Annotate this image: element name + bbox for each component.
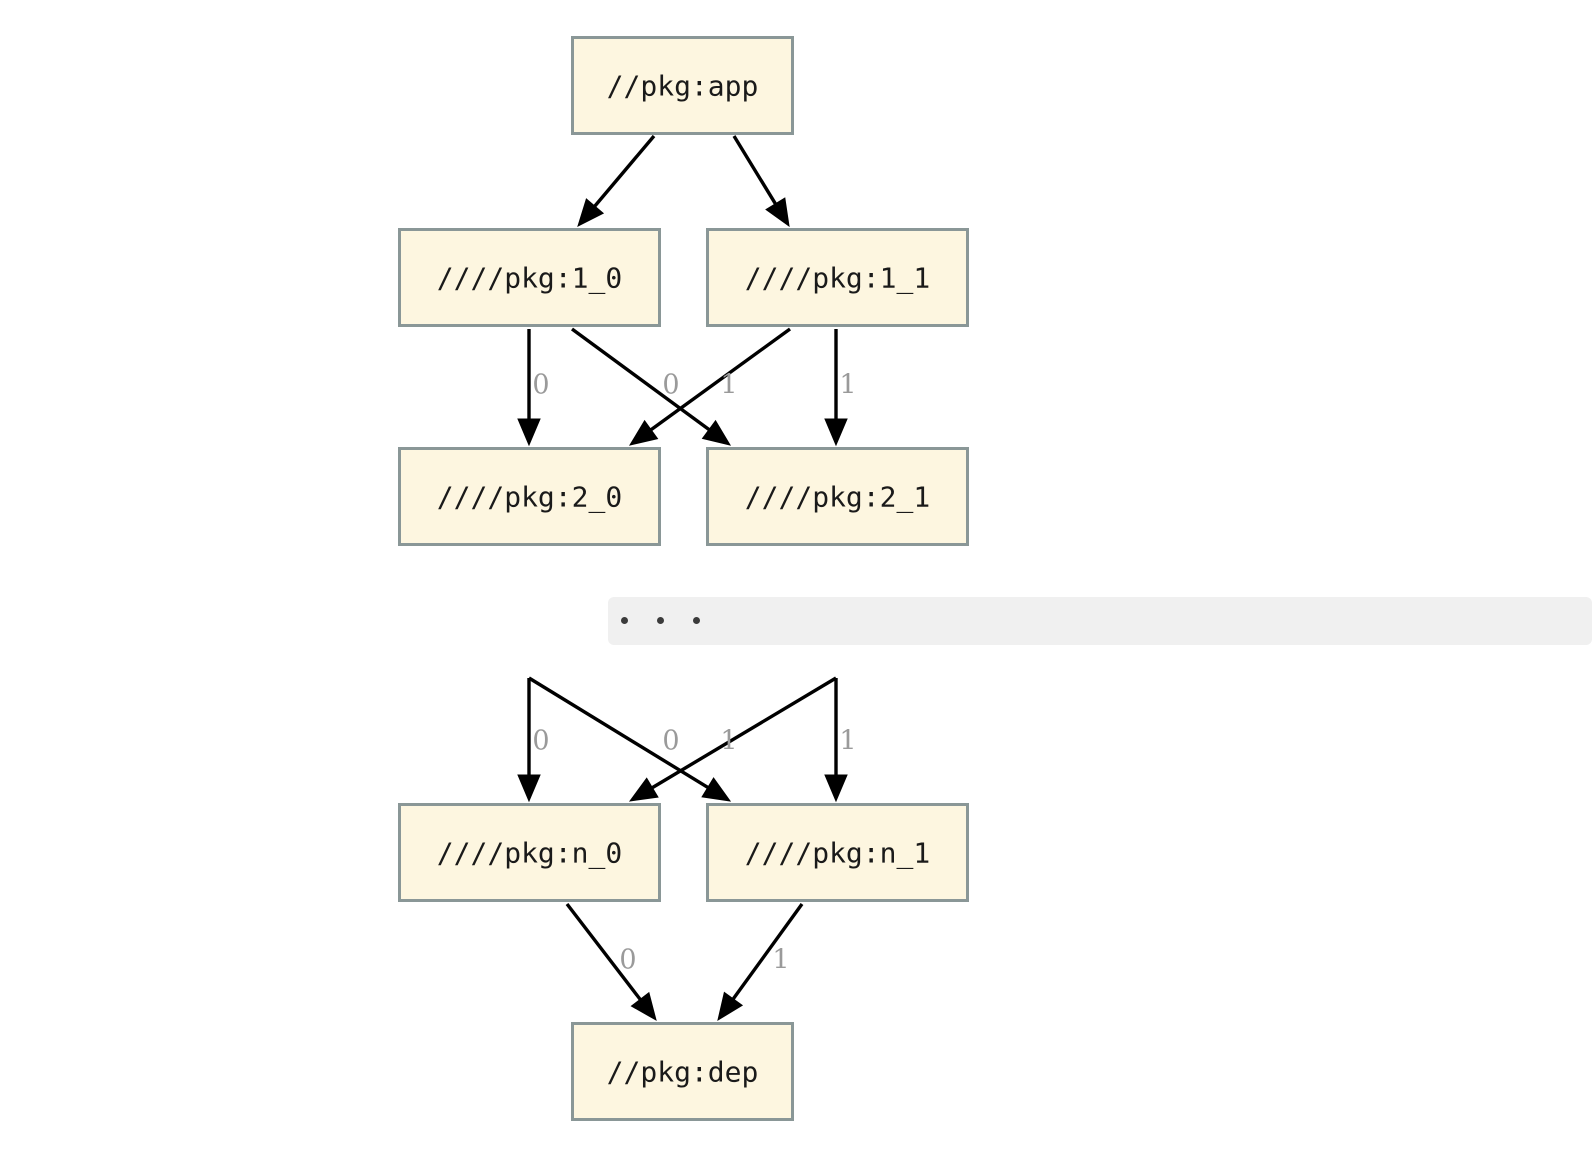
edge-line [732, 135, 781, 210]
edge-label: 1 [839, 726, 856, 757]
ellipsis-dot [657, 617, 664, 624]
edge-line [570, 327, 715, 435]
ellipsis-dot [693, 617, 700, 624]
graph-node-n2_1[interactable]: ////pkg:2_1 [706, 447, 969, 546]
edge-arrowhead-icon [717, 991, 744, 1022]
node-box[interactable] [706, 228, 969, 327]
node-label: //pkg:app [607, 70, 759, 103]
graph-edge: 1 [824, 678, 857, 803]
edge-label: 1 [720, 726, 737, 757]
graph-node-n1_1[interactable]: ////pkg:1_1 [706, 228, 969, 327]
node-label: ////pkg:1_1 [745, 262, 930, 296]
edge-label: 0 [532, 370, 549, 401]
graph-edge: 0 [517, 678, 550, 803]
edge-arrowhead-icon [765, 197, 790, 228]
edge-line [646, 676, 837, 793]
edge-arrowhead-icon [824, 418, 848, 447]
edge-line [589, 134, 656, 212]
node-label: ////pkg:n_1 [745, 837, 930, 871]
node-box[interactable] [706, 447, 969, 546]
graph-edge: 0 [570, 327, 732, 446]
edge-arrowhead-icon [628, 419, 659, 446]
graph-node-nn_0[interactable]: ////pkg:n_0 [398, 803, 661, 902]
graph-node-dep[interactable]: //pkg:dep [571, 1022, 794, 1121]
edge-label: 0 [619, 945, 636, 976]
edge-label: 1 [720, 370, 737, 401]
node-label: ////pkg:n_0 [437, 837, 622, 871]
graph-edge: 0 [528, 676, 732, 802]
edges-layer: 0 0 1 1 0 0 1 1 0 1 [517, 134, 857, 1022]
node-label: ////pkg:1_0 [437, 262, 622, 296]
nodes-layer: //pkg:app ////pkg:1_0 ////pkg:1_1 ////pkg:2… [398, 36, 969, 1121]
ellipsis-banner[interactable] [608, 597, 1592, 645]
edge-arrowhead-icon [630, 991, 657, 1022]
edge-arrowhead-icon [701, 777, 732, 802]
graph-edge: 1 [824, 329, 857, 447]
edge-line [565, 902, 646, 1006]
edge-label: 0 [532, 726, 549, 757]
graph-edge [577, 134, 656, 227]
edge-line [728, 903, 804, 1005]
edge-arrowhead-icon [517, 774, 541, 803]
graph-node-n1_0[interactable]: ////pkg:1_0 [398, 228, 661, 327]
node-box[interactable] [571, 1022, 794, 1121]
edge-arrowhead-icon [577, 198, 605, 227]
node-label: ////pkg:2_0 [437, 481, 622, 515]
edge-line [528, 676, 714, 793]
node-box[interactable] [398, 447, 661, 546]
edge-arrowhead-icon [628, 777, 659, 802]
edge-arrowhead-icon [824, 774, 848, 803]
graph-edge [732, 135, 790, 228]
graph-node-app[interactable]: //pkg:app [571, 36, 794, 135]
ellipsis-dots-icon [621, 617, 729, 624]
graph-edge: 1 [717, 903, 804, 1022]
graph-edge: 0 [517, 329, 550, 447]
node-label: //pkg:dep [607, 1056, 759, 1089]
node-label: ////pkg:2_1 [745, 481, 930, 515]
ellipsis-dot [621, 617, 628, 624]
graph-edge: 0 [565, 902, 657, 1022]
node-box[interactable] [398, 228, 661, 327]
edge-label: 1 [839, 370, 856, 401]
edge-label: 1 [772, 945, 789, 976]
graph-edge: 1 [628, 676, 837, 802]
node-box[interactable] [398, 803, 661, 902]
graph-node-nn_1[interactable]: ////pkg:n_1 [706, 803, 969, 902]
graph-edge: 1 [628, 327, 791, 446]
node-box[interactable] [706, 803, 969, 902]
edge-label: 0 [662, 370, 679, 401]
edge-arrowhead-icon [701, 419, 732, 446]
node-box[interactable] [571, 36, 794, 135]
edge-label: 0 [662, 726, 679, 757]
graph-node-n2_0[interactable]: ////pkg:2_0 [398, 447, 661, 546]
edge-arrowhead-icon [517, 418, 541, 447]
edge-line [645, 327, 791, 435]
